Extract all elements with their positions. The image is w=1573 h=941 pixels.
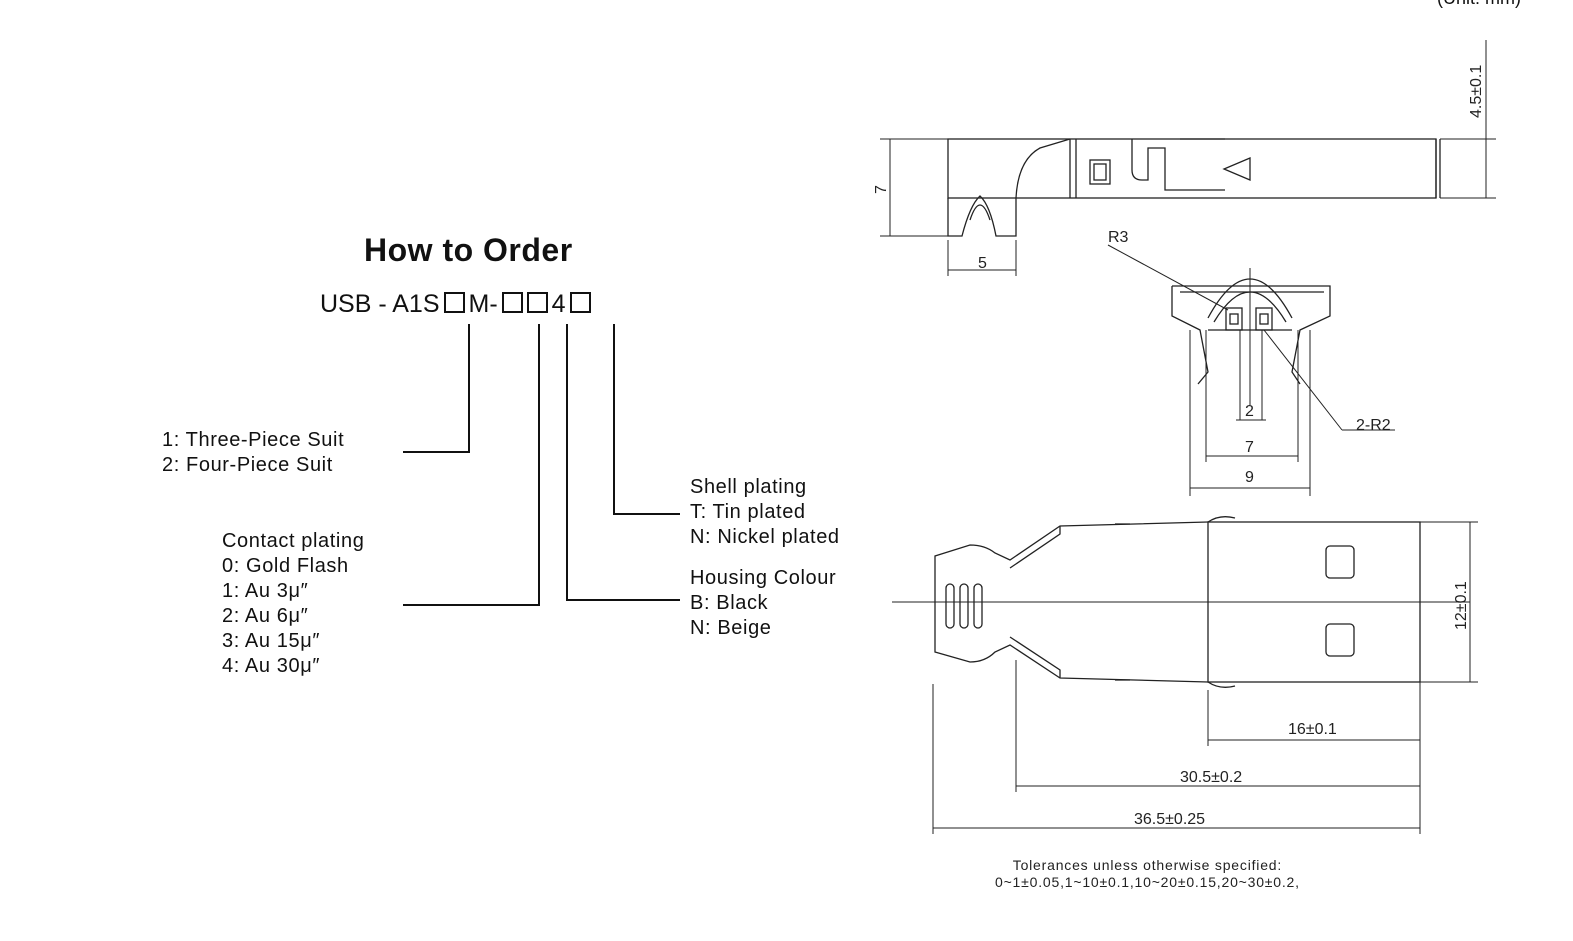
colour-placeholder-box (526, 292, 548, 313)
how-to-order-title: How to Order (364, 232, 573, 268)
colour-leader (566, 324, 680, 601)
contact-option-0: 0: Gold Flash (222, 555, 349, 577)
dim-height-4-5: 4.5±0.1 (1468, 65, 1485, 118)
end-view-dimensions (1107, 244, 1395, 496)
tolerance-line-1: Tolerances unless otherwise specified: (1012, 857, 1283, 873)
part-code-prefix: USB - A1S (320, 290, 440, 318)
part-code-digit: 4 (551, 290, 566, 318)
tolerance-line-2: 0~1±0.05,1~10±0.1,10~20±0.15,20~30±0.2, (995, 874, 1300, 890)
side-view-drawing (947, 138, 1441, 237)
end-view-drawing (1171, 278, 1331, 385)
contact-plating-options: Contact plating 0: Gold Flash 1: Au 3μ″ … (222, 529, 364, 679)
part-code-mid: M- (468, 290, 498, 318)
contact-option-2: 2: Au 6μ″ (222, 605, 309, 627)
shell-placeholder-box (569, 292, 591, 313)
dim-length-16: 16±0.1 (1288, 721, 1337, 738)
suit-option-2: 2: Four-Piece Suit (162, 454, 333, 476)
part-number-code: USB - A1S M- 4 (320, 290, 595, 319)
dim-length-36-5: 36.5±0.25 (1134, 811, 1205, 828)
shell-plating-options: Shell plating T: Tin plated N: Nickel pl… (690, 475, 840, 550)
dim-r3: R3 (1108, 229, 1129, 246)
dim-width-12: 12±0.1 (1453, 581, 1470, 630)
contact-option-1: 1: Au 3μ″ (222, 580, 309, 602)
top-view-dimensions (892, 521, 1478, 834)
housing-colour-heading: Housing Colour (690, 567, 837, 589)
shell-option-n: N: Nickel plated (690, 526, 840, 548)
contact-option-3: 3: Au 15μ″ (222, 630, 321, 652)
dim-2-r2: 2-R2 (1356, 417, 1391, 434)
colour-option-n: N: Beige (690, 617, 772, 639)
suit-option-1: 1: Three-Piece Suit (162, 429, 345, 451)
colour-option-b: B: Black (690, 592, 769, 614)
shell-plating-heading: Shell plating (690, 476, 807, 498)
tolerance-note: Tolerances unless otherwise specified: 0… (995, 857, 1300, 891)
side-view-dimensions (880, 40, 1496, 276)
housing-colour-options: Housing Colour B: Black N: Beige (690, 566, 836, 641)
shell-option-t: T: Tin plated (690, 501, 806, 523)
contact-leader (403, 324, 540, 606)
contact-option-4: 4: Au 30μ″ (222, 655, 321, 677)
dim-side-5: 5 (978, 255, 987, 272)
suit-options: 1: Three-Piece Suit 2: Four-Piece Suit (162, 428, 344, 478)
suit-placeholder-box (443, 292, 465, 313)
dim-front-2: 2 (1245, 403, 1254, 420)
unit-note: (Unit: mm) (1437, 0, 1521, 9)
dim-side-7: 7 (873, 185, 890, 194)
dim-front-7: 7 (1245, 439, 1254, 456)
contact-plating-heading: Contact plating (222, 530, 365, 552)
suit-leader (403, 324, 470, 453)
shell-leader (613, 324, 680, 515)
order-leader-lines (403, 324, 680, 606)
contact-placeholder-box (501, 292, 523, 313)
dim-length-30-5: 30.5±0.2 (1180, 769, 1242, 786)
dim-front-9: 9 (1245, 469, 1254, 486)
